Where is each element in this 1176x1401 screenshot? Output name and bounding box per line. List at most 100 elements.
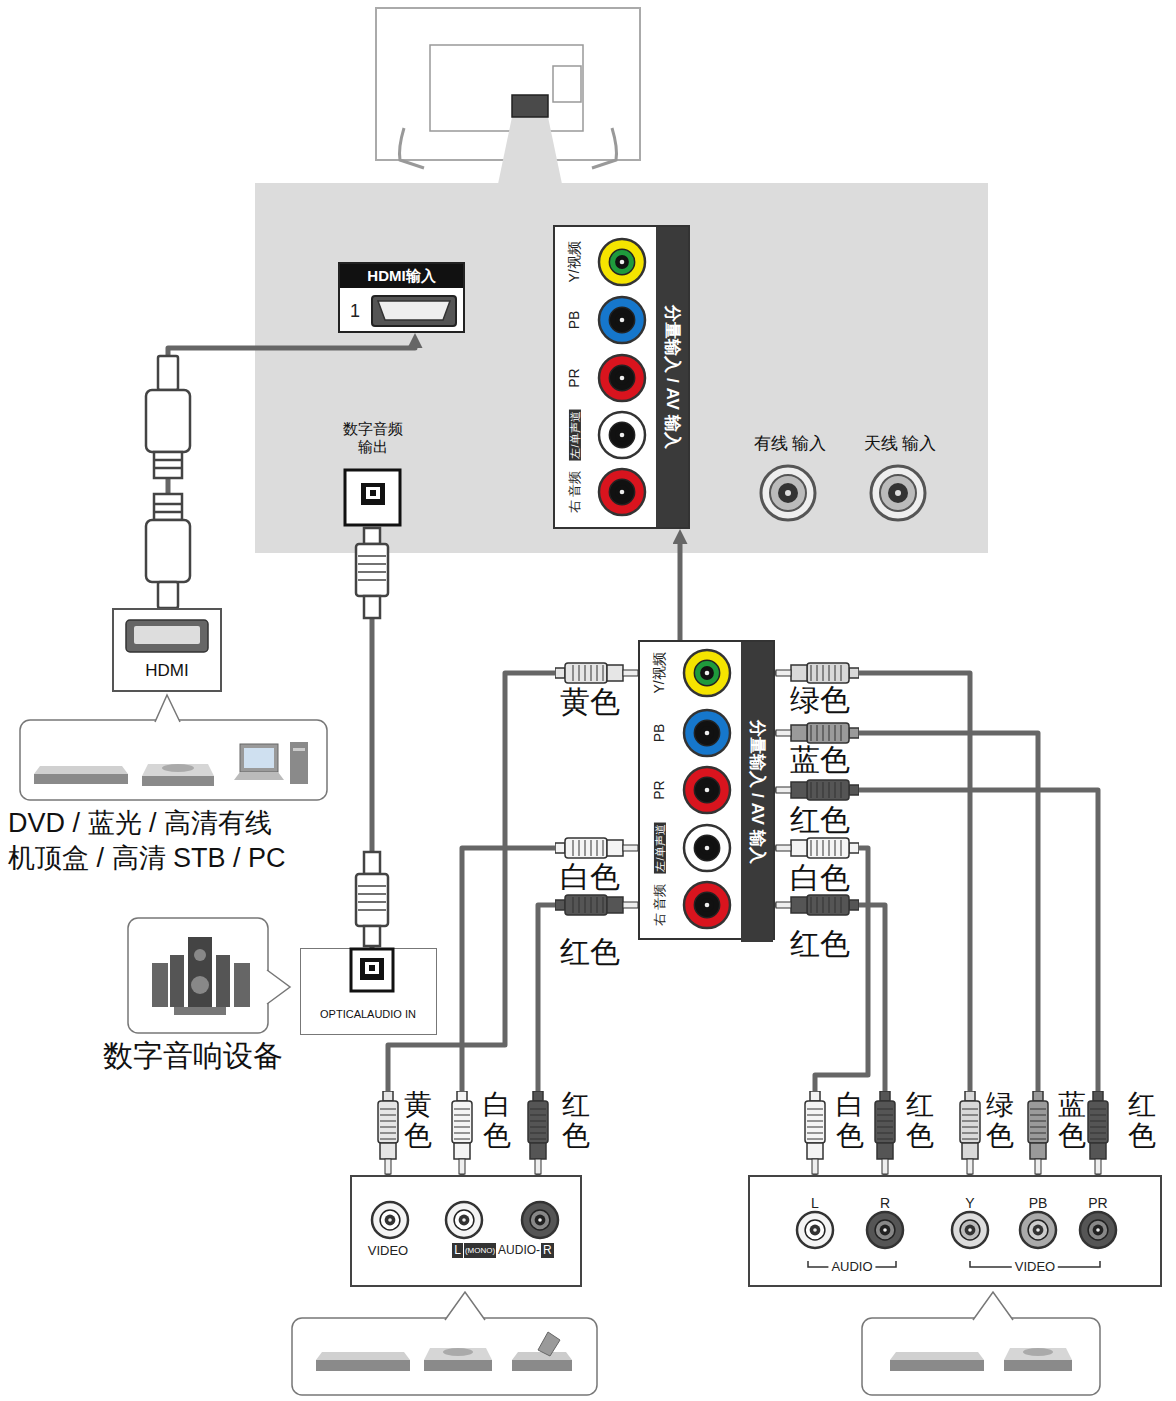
- node-label: 数字音响设备: [90, 1039, 295, 1073]
- port-label: PB: [652, 724, 667, 743]
- rca-plug: [452, 1091, 472, 1174]
- cable-connector: [388, 673, 638, 1175]
- cable-color-label: 蓝色: [780, 743, 860, 777]
- tv-illustration: [498, 117, 562, 184]
- speaker-callout-drawing: [170, 955, 184, 1007]
- cable-color-label: 红色: [780, 927, 860, 961]
- rca-plug: [1088, 1091, 1108, 1174]
- speaker-callout: 数字音响设备: [90, 915, 297, 1080]
- rca-plug: [555, 838, 638, 858]
- source-device-callout-drawing: [293, 748, 305, 751]
- tv-av-input-panel-drawing: [609, 422, 634, 447]
- optical-plug: [356, 874, 388, 926]
- source-device-callout-drawing: [290, 742, 308, 784]
- tv-av-input-panel-drawing: [620, 318, 625, 323]
- adapter-av-panel-drawing: [694, 720, 719, 745]
- tv-av-input-panel: Y/视频PBPR左/单声道右 音频分量输入 / AV 输入: [553, 225, 690, 529]
- device-callout: [862, 1292, 1100, 1395]
- cable-connector: [775, 848, 868, 1175]
- device-callout: [538, 1332, 560, 1356]
- hdmi-plug: [146, 356, 190, 608]
- speaker-callout-drawing: [152, 963, 168, 1007]
- rca-plug: [378, 1091, 398, 1174]
- component-device-panel-drawing: [867, 1212, 903, 1248]
- adapter-av-panel-drawing: [694, 892, 719, 917]
- port-label: 右 音频: [653, 884, 667, 927]
- adapter-av-panel-drawing: [700, 726, 714, 740]
- hdmi-plug: [154, 452, 182, 478]
- component-device-panel-drawing: [1033, 1225, 1044, 1236]
- port-label: PR: [1078, 1195, 1118, 1211]
- hdmi-device-port: HDMI: [112, 608, 222, 692]
- hdmi-device-port-drawing: [134, 626, 200, 644]
- cable-color-label: 白色: [780, 861, 860, 895]
- cable-input-port-drawing: [785, 490, 791, 496]
- device-callout: [445, 1292, 485, 1320]
- tv-illustration: [592, 128, 617, 168]
- adapter-av-panel-drawing: [705, 846, 710, 851]
- node-label: OPTICALAUDIO IN: [301, 1007, 435, 1021]
- port-label: 左/单声道: [569, 409, 581, 460]
- optical-plug: [364, 852, 380, 874]
- device-callout: [316, 1352, 410, 1360]
- adapter-av-panel-drawing: [705, 788, 710, 793]
- node-label: 天线 输入: [850, 434, 950, 454]
- optical-plug: [356, 544, 388, 596]
- optical-input-port-drawing: [365, 962, 379, 974]
- rca-plug: [776, 895, 859, 915]
- port-label: R: [865, 1195, 905, 1211]
- port-label: PB: [567, 311, 582, 330]
- tv-av-input-panel-drawing: [620, 260, 625, 265]
- component-device-panel-drawing: [813, 1228, 817, 1232]
- rca-plug: [1028, 1091, 1048, 1174]
- cable-connector: [775, 905, 885, 1175]
- component-device-panel-drawing: [1036, 1228, 1040, 1232]
- device-callout: [316, 1360, 410, 1371]
- port-label: 左/单声道: [654, 822, 666, 873]
- tv-av-input-panel-drawing: [609, 307, 634, 332]
- node-label: HDMI: [114, 660, 220, 682]
- rca-plug: [776, 663, 859, 683]
- node-label: VIDEO: [356, 1243, 420, 1259]
- tv-illustration: [376, 8, 640, 184]
- port-label: AUDIO-: [498, 1243, 540, 1258]
- component-device-panel-drawing: [1088, 1220, 1108, 1240]
- port-label: Y: [950, 1195, 990, 1211]
- port-label-row: L(MONO)AUDIO-R: [428, 1243, 578, 1258]
- component-device-panel: LRAUDIOYPBPRVIDEO: [748, 1175, 1162, 1287]
- cable-input-port: 有线 输入: [740, 432, 842, 527]
- adapter-av-panel-drawing: [694, 660, 719, 685]
- cable-connector: [538, 905, 638, 1175]
- composite-device-panel-drawing: [462, 1218, 466, 1222]
- adapter-av-panel-drawing: [694, 835, 719, 860]
- tv-av-input-panel-drawing: [656, 227, 688, 527]
- rca-plug: [875, 1091, 895, 1174]
- tv-illustration: [400, 128, 425, 168]
- source-device-callout-drawing: [162, 764, 194, 772]
- tv-av-input-panel-drawing: [620, 433, 625, 438]
- cable-color-label: 黄色: [404, 1090, 432, 1152]
- cable-color-label: 白色: [483, 1090, 511, 1152]
- adapter-av-panel-drawing: [684, 767, 730, 813]
- optical-plug: [364, 528, 380, 544]
- device-callout: [973, 1292, 1013, 1320]
- adapter-av-panel-drawing: [700, 666, 714, 680]
- composite-device-panel-drawing: [352, 1177, 580, 1285]
- source-device-callout-drawing: [34, 766, 128, 774]
- speaker-callout-drawing: [194, 949, 206, 961]
- device-callout: [1004, 1348, 1072, 1360]
- composite-device-panel-drawing: [530, 1210, 550, 1230]
- optical-input-port: OPTICALAUDIO IN: [300, 948, 437, 1035]
- cable-connector: [678, 541, 683, 640]
- node-label: HDMI输入: [340, 266, 463, 286]
- source-device-callout-drawing: [240, 744, 278, 772]
- port-label: R: [541, 1243, 554, 1258]
- optical-input-port-drawing: [369, 965, 375, 971]
- optical-output-port-drawing: [370, 490, 376, 496]
- source-device-callout-drawing: [234, 772, 284, 780]
- antenna-input-port-drawing: [888, 483, 908, 503]
- optical-plug: [364, 596, 380, 618]
- rca-plug: [528, 1091, 548, 1174]
- composite-device-panel-drawing: [522, 1202, 558, 1238]
